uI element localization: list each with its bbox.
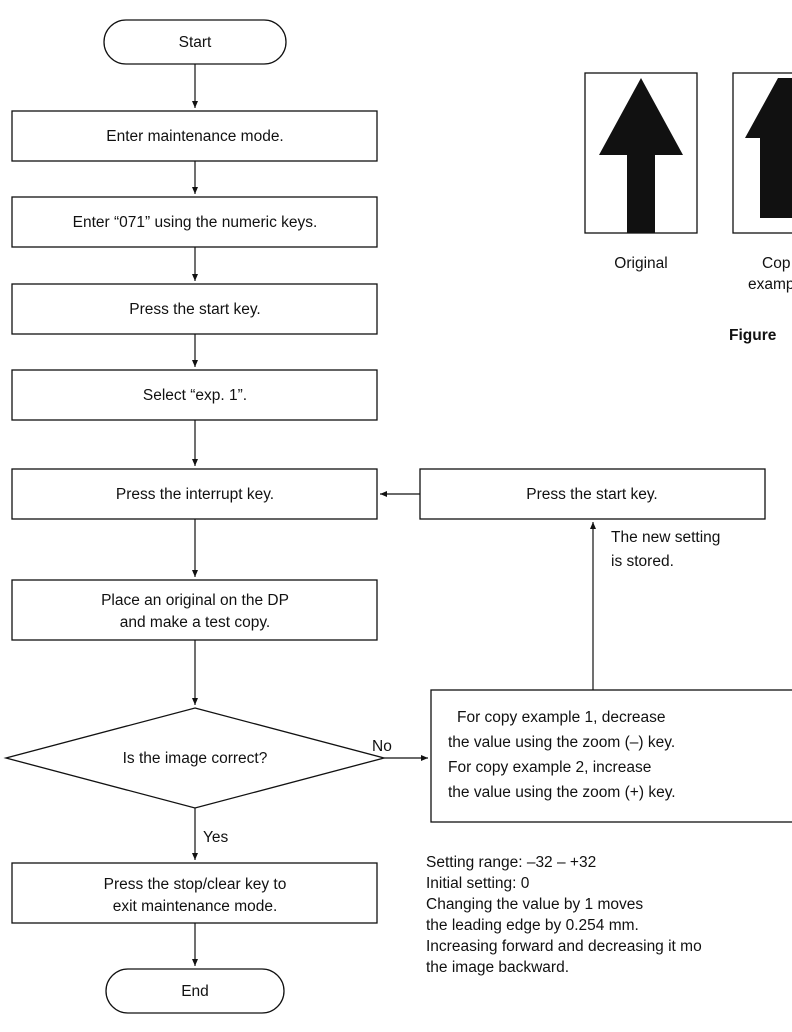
arrow-up-icon [599,78,683,233]
step-label: Select “exp. 1”. [143,387,247,404]
settings-note: Setting range: –32 – +32 Initial setting… [426,854,702,976]
adjust-line-4: the value using the zoom (+) key. [448,784,676,801]
settings-line-4: the leading edge by 0.254 mm. [426,917,639,934]
figure-copy-example: Cop examp [732,72,792,293]
adjust-line-2: the value using the zoom (–) key. [448,734,675,751]
step-label-line1: Press the stop/clear key to [104,876,287,893]
copy-label-line1: Cop [762,255,790,272]
decision-label: Is the image correct? [123,750,268,767]
step-press-interrupt-key: Press the interrupt key. [11,468,378,520]
original-label: Original [614,255,667,272]
store-note-line1: The new setting [611,529,720,546]
step-label: Press the interrupt key. [116,486,274,503]
start-label: Start [179,34,212,51]
step-label: Enter “071” using the numeric keys. [73,214,318,231]
yes-label: Yes [203,829,229,846]
adjust-line-3: For copy example 2, increase [448,759,651,776]
step-label: Press the start key. [129,301,261,318]
step-exit-maintenance: Press the stop/clear key to exit mainten… [11,862,378,924]
step-side-press-start-key: Press the start key. [419,468,766,520]
adjust-instructions-box: For copy example 1, decrease the value u… [430,689,792,823]
step-enter-maintenance-mode: Enter maintenance mode. [11,110,378,162]
start-terminal: Start [103,19,287,65]
arrow-up-icon [745,78,792,218]
step-label-line2: and make a test copy. [120,614,271,631]
step-enter-071: Enter “071” using the numeric keys. [11,196,378,248]
settings-line-3: Changing the value by 1 moves [426,896,643,913]
no-label: No [372,738,392,755]
step-label: Enter maintenance mode. [106,128,284,145]
step-label-line2: exit maintenance mode. [113,898,278,915]
settings-line-2: Initial setting: 0 [426,875,530,892]
step-label-line1: Place an original on the DP [101,592,289,609]
adjust-line-1: For copy example 1, decrease [457,709,666,726]
step-press-start-key: Press the start key. [11,283,378,335]
end-terminal: End [105,968,285,1014]
store-note-line2: is stored. [611,553,674,570]
copy-label-line2: examp [748,276,792,293]
settings-line-6: the image backward. [426,959,569,976]
figure-caption: Figure [729,327,777,344]
settings-line-1: Setting range: –32 – +32 [426,854,596,871]
step-select-exp1: Select “exp. 1”. [11,369,378,421]
figure-original: Original [584,72,698,272]
decision-image-correct: Is the image correct? [3,707,387,809]
end-label: End [181,983,209,1000]
step-place-original: Place an original on the DP and make a t… [11,579,378,641]
step-label: Press the start key. [526,486,658,503]
settings-line-5: Increasing forward and decreasing it mo [426,938,702,955]
